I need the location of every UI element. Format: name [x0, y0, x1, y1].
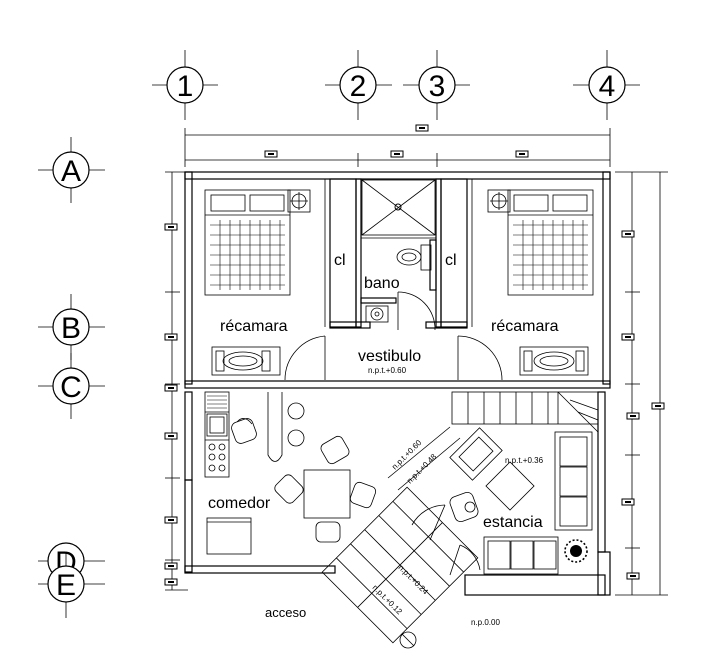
bedroom-right-door — [457, 335, 503, 381]
room-label-closet-right: cl — [445, 252, 457, 269]
entrance-door — [411, 504, 481, 576]
sofa-bottom-icon — [483, 536, 559, 575]
left-dimension-lines — [164, 171, 188, 591]
axis-label-3: 3 — [429, 70, 446, 103]
bed-right-icon — [507, 189, 594, 296]
column-axis-2: 2 — [325, 50, 392, 120]
room-label-bathroom: bano — [364, 275, 400, 292]
room-label-access: acceso — [265, 605, 306, 620]
entry-lamp-icon — [399, 631, 417, 649]
entrance-stairs-icon — [321, 486, 479, 644]
stair-diagonal-rail — [387, 426, 461, 491]
room-label-living: estancia — [483, 514, 543, 531]
stairs-icon — [451, 391, 599, 433]
bed-left-icon — [204, 189, 291, 296]
lounge-chair-icon — [449, 491, 479, 523]
level-step-1: n.p.t.+0.24 — [397, 563, 431, 597]
axis-label-B: B — [61, 312, 81, 345]
bath-door — [397, 291, 436, 331]
dining-chair-icon — [274, 435, 377, 543]
axis-label-2: 2 — [350, 70, 367, 103]
column-axis-3: 3 — [403, 50, 470, 120]
stool-icon — [231, 418, 257, 444]
row-axis-E: E — [38, 552, 105, 618]
axis-label-E: E — [56, 569, 76, 602]
bedroom-left-door — [284, 335, 326, 381]
interior-walls — [324, 178, 473, 329]
room-label-bedroom-right: récamara — [491, 318, 559, 335]
level-step-2: n.p.t.+0.12 — [371, 583, 405, 617]
room-label-dining: comedor — [208, 495, 271, 512]
room-label-vestibule: vestibulo — [358, 348, 421, 365]
axis-label-C: C — [60, 371, 82, 404]
row-axis-A: A — [38, 137, 105, 203]
column-axis-1: 1 — [152, 50, 218, 120]
row-axis-B: B — [38, 294, 105, 360]
nightstand-lamp-right-icon — [487, 189, 511, 213]
dresser-right-icon — [519, 346, 589, 376]
axis-label-4: 4 — [599, 70, 616, 103]
shower-icon — [361, 179, 436, 236]
axis-label-1: 1 — [177, 70, 194, 103]
right-dimension-lines — [615, 171, 668, 596]
level-entry: n.p.0.00 — [471, 618, 500, 627]
plant-icon — [564, 539, 588, 563]
toilet-icon — [396, 244, 432, 271]
level-living: n.p.t.+0.36 — [505, 456, 544, 465]
fridge-icon — [206, 517, 252, 555]
room-label-bedroom-left: récamara — [220, 318, 288, 335]
dresser-left-icon — [211, 346, 281, 376]
sink-icon — [365, 305, 389, 323]
column-axis-4: 4 — [573, 50, 640, 120]
dining-table-icon — [303, 469, 351, 519]
sofa-right-icon — [554, 431, 593, 531]
armchair-icon — [449, 427, 503, 481]
nightstand-lamp-left-icon — [287, 189, 311, 213]
top-dimension-lines — [184, 124, 611, 167]
column-icon — [267, 392, 305, 462]
kitchen-counter-icon — [204, 391, 230, 478]
row-axis-C: C — [38, 353, 105, 419]
axis-label-A: A — [61, 155, 81, 188]
room-label-closet-left: cl — [334, 252, 346, 269]
coffee-table-icon — [485, 461, 535, 511]
level-vestibule: n.p.t.+0.60 — [368, 366, 407, 375]
exterior-walls — [184, 171, 611, 596]
